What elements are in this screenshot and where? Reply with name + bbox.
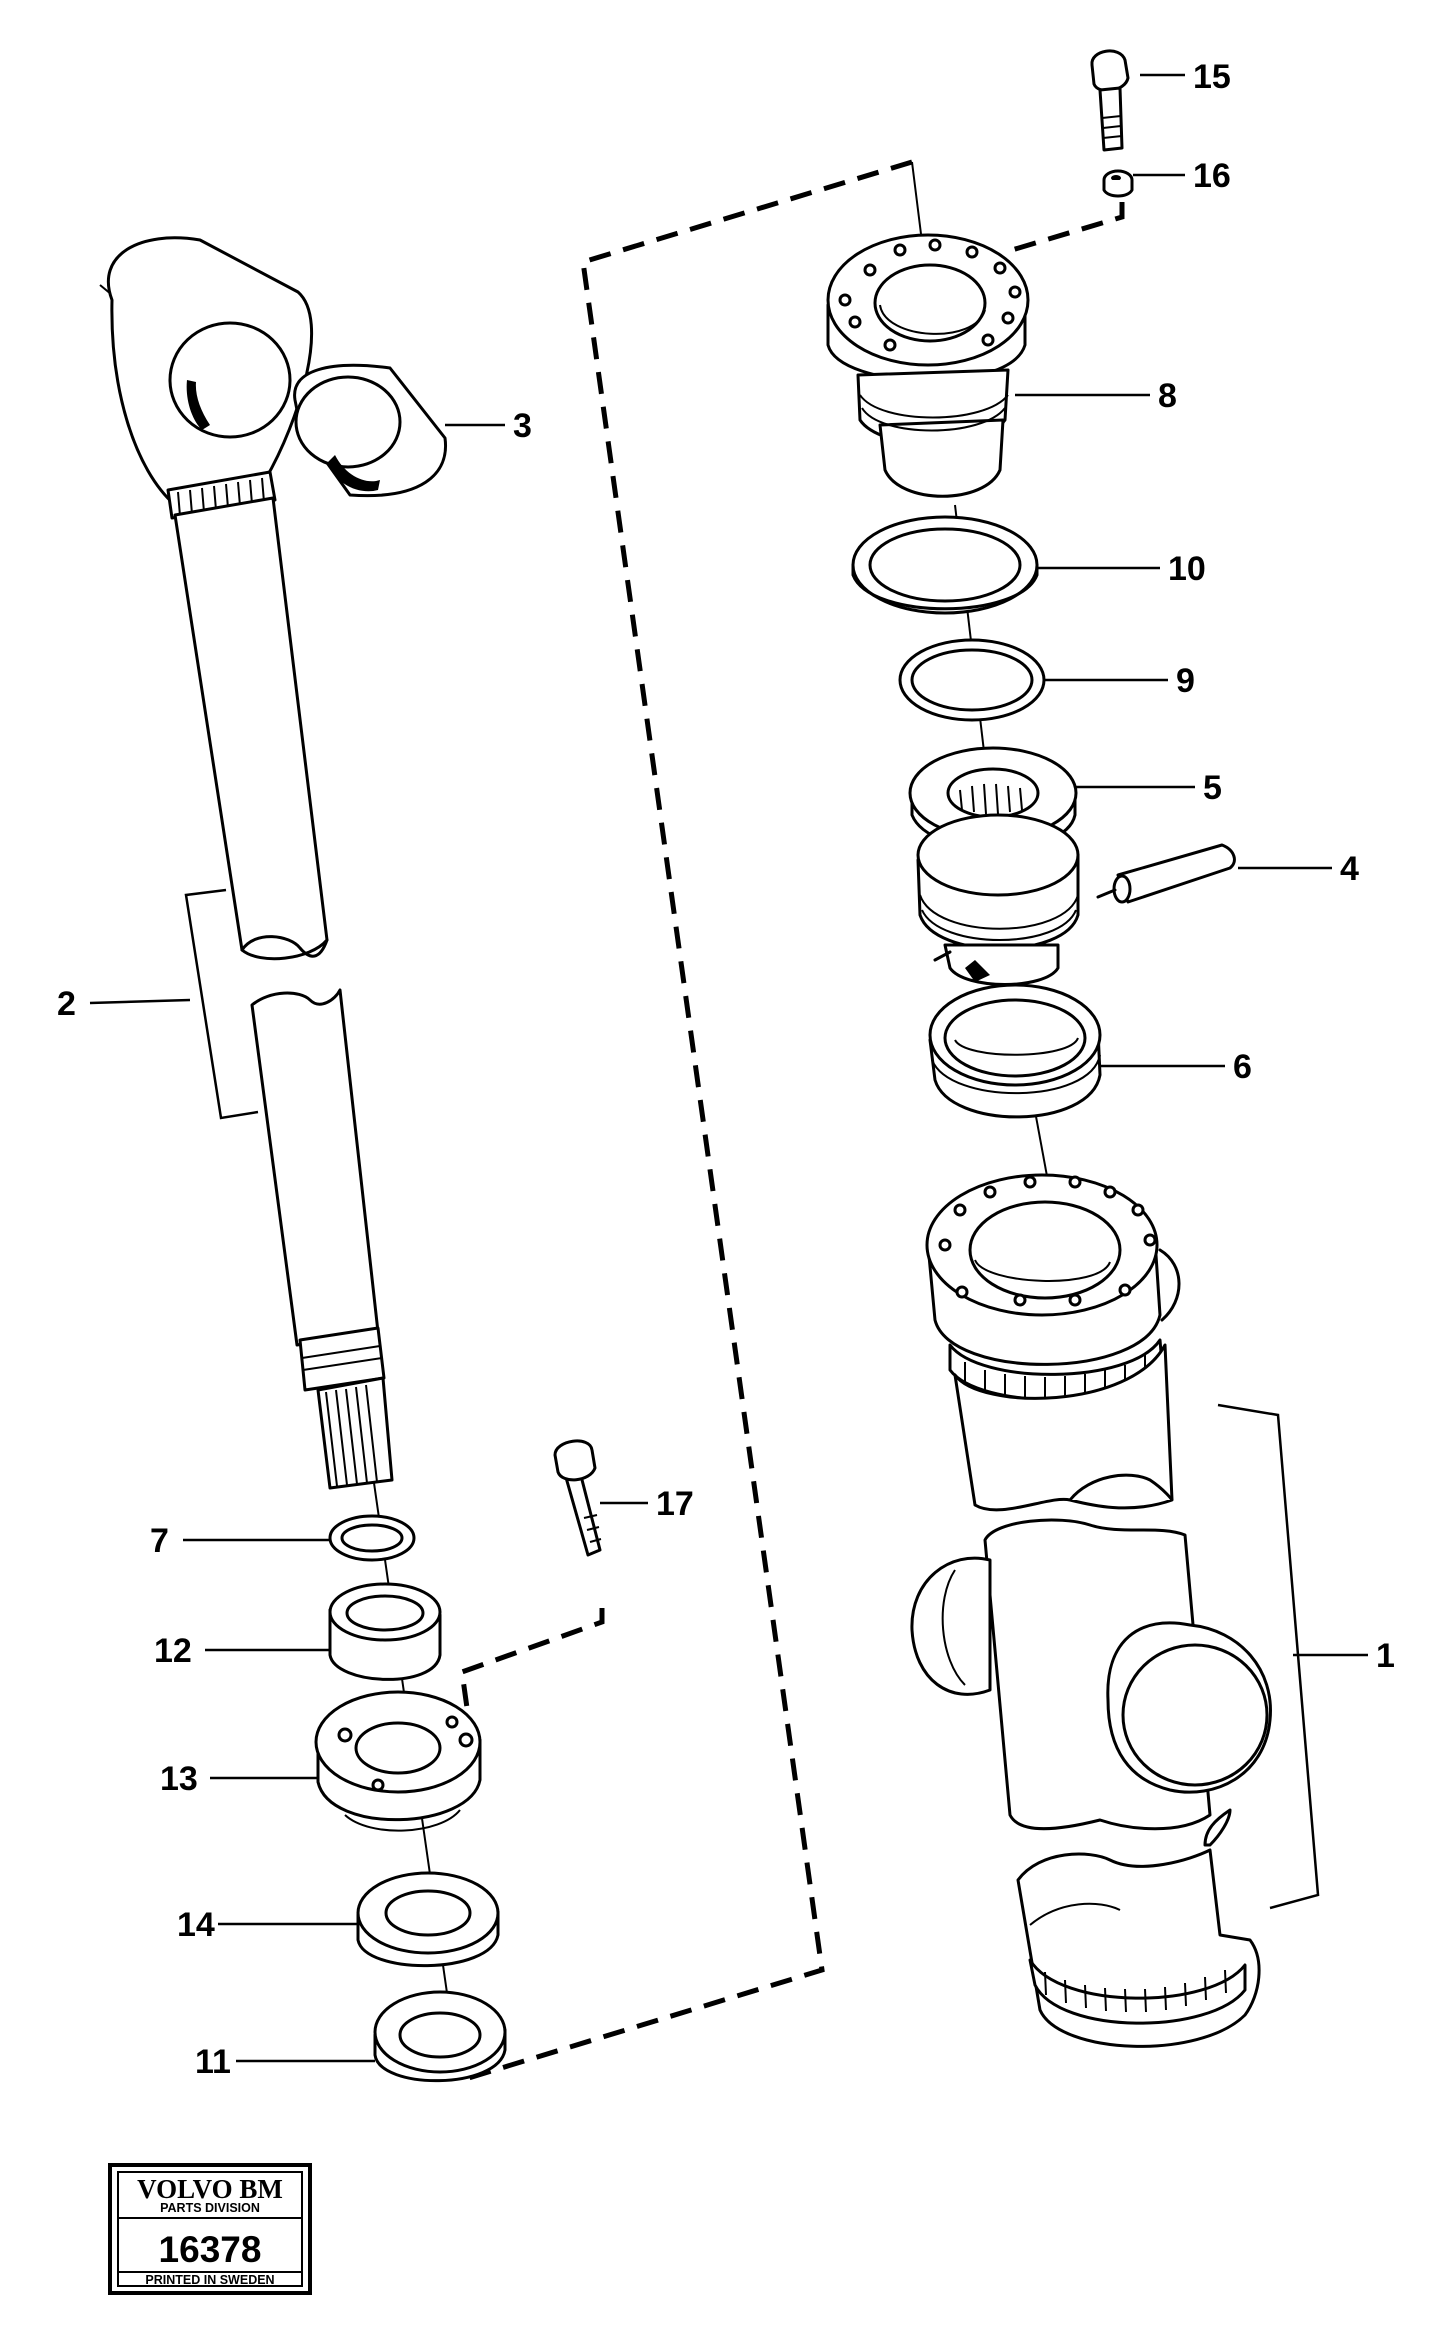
washer-16 (1102, 169, 1134, 198)
seal-6 (928, 983, 1102, 1119)
label-1: 1 (1376, 1637, 1395, 1675)
pin-4 (1096, 843, 1236, 904)
label-13: 13 (160, 1760, 198, 1798)
screw-15 (1090, 49, 1130, 152)
label-7: 7 (150, 1522, 169, 1560)
ring-10 (851, 515, 1039, 615)
label-9: 9 (1176, 662, 1195, 700)
part-labels: 15 16 8 10 9 5 4 6 1 3 2 7 12 13 14 11 1… (57, 58, 1395, 2081)
wiper-seal-14 (356, 1871, 500, 1968)
ring-11 (373, 1990, 507, 2083)
leader-lines (89, 73, 1368, 2063)
label-14: 14 (177, 1906, 215, 1944)
label-4: 4 (1340, 850, 1359, 888)
label-3: 3 (513, 407, 532, 445)
label-17: 17 (656, 1485, 694, 1523)
o-ring-7 (328, 1514, 416, 1562)
piston (916, 813, 1080, 986)
label-2: 2 (57, 985, 76, 1023)
label-5: 5 (1203, 769, 1222, 807)
label-16: 16 (1193, 157, 1231, 195)
seal-12 (328, 1582, 442, 1681)
label-8: 8 (1158, 377, 1177, 415)
bracket-2 (184, 888, 259, 1120)
ring-9 (898, 638, 1046, 722)
cylinder-tube (910, 1173, 1272, 2048)
bolt-17 (553, 1439, 602, 1557)
label-12: 12 (154, 1632, 192, 1670)
logo-number: 16378 (159, 2229, 262, 2270)
label-10: 10 (1168, 550, 1206, 588)
piston-rod (106, 236, 394, 1490)
label-6: 6 (1233, 1048, 1252, 1086)
label-15: 15 (1193, 58, 1231, 96)
logo-brand: VOLVO BM (137, 2174, 283, 2204)
bolt-holes (838, 238, 1022, 352)
logo-printed: PRINTED IN SWEDEN (145, 2273, 274, 2287)
cylinder-head-8 (826, 233, 1030, 498)
gland-nut-13 (314, 1690, 482, 1832)
volvo-bm-logo-box: VOLVO BM PARTS DIVISION 16378 PRINTED IN… (108, 2163, 312, 2295)
label-11: 11 (195, 2043, 231, 2081)
bushing (293, 363, 448, 498)
logo-division: PARTS DIVISION (160, 2201, 260, 2215)
